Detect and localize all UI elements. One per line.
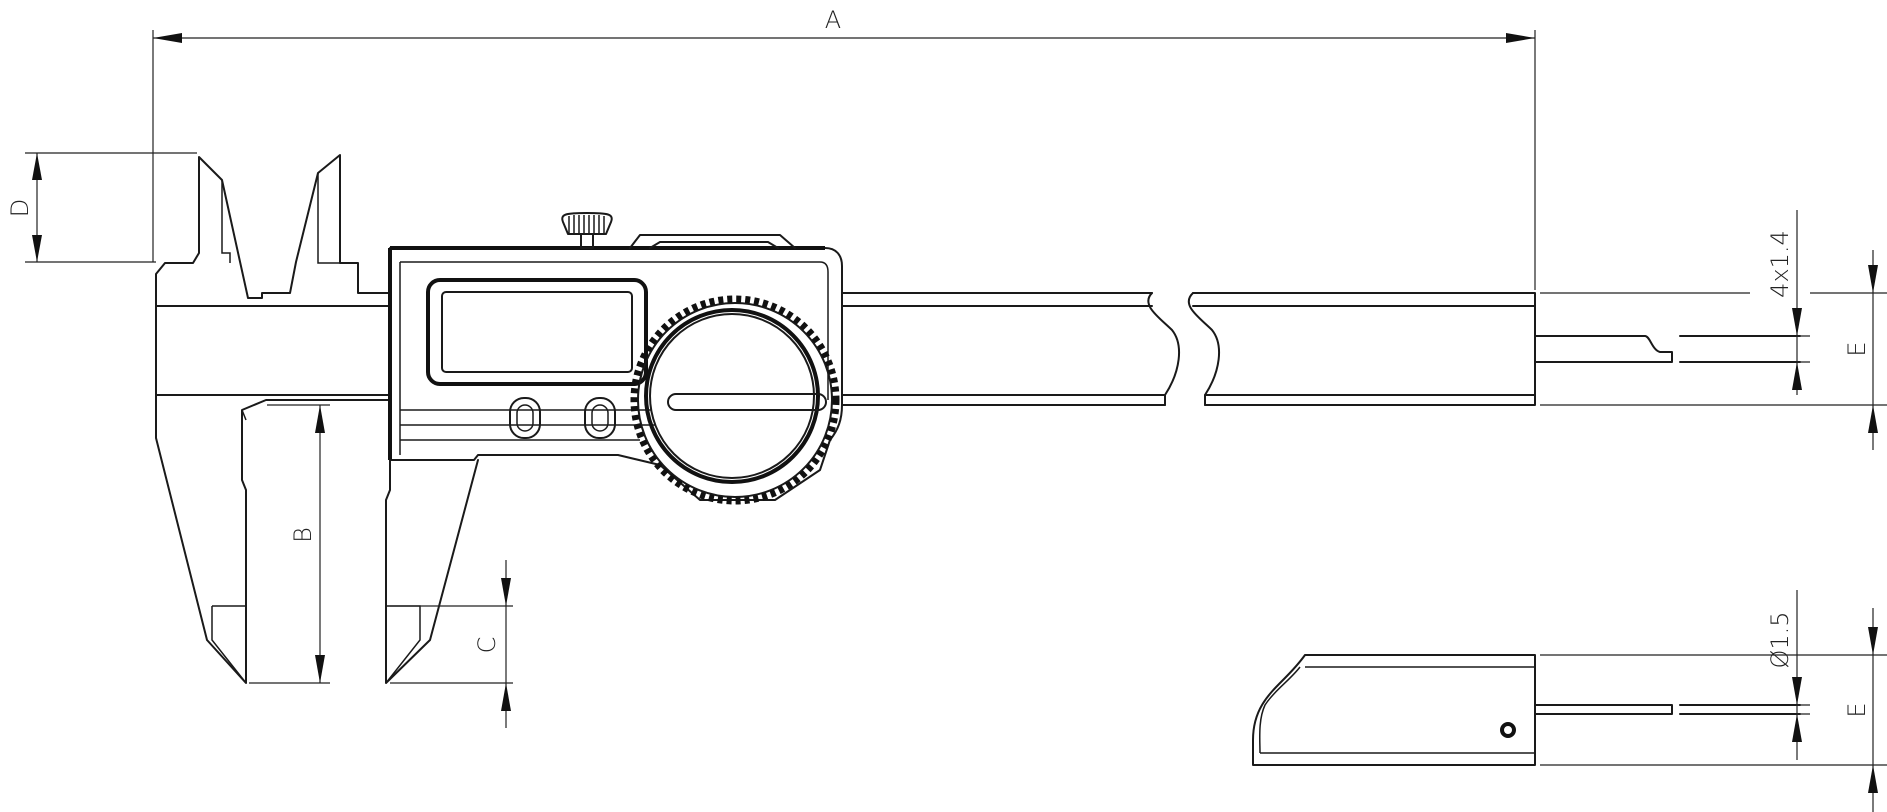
lcd-frame: [426, 278, 648, 386]
caliper-end-view: [1252, 654, 1801, 766]
locking-screw: [561, 212, 613, 249]
thumb-wheel-outer: [637, 302, 833, 498]
caliper-main-view: [155, 154, 1801, 684]
thumb-wheel-slot: [667, 393, 827, 411]
fixed-jaw: [155, 154, 393, 307]
beam-break-right: [1187, 292, 1220, 406]
label-e-top: E: [1843, 341, 1871, 356]
beam-left: [155, 305, 393, 396]
depth-rod: [1534, 335, 1801, 363]
beam-right-b: [1192, 292, 1536, 406]
dimension-labels: A D B C 4x1.4 E Ø1.5 E: [6, 6, 1871, 718]
dimension-lines: [25, 30, 1887, 812]
lower-fixed-jaw-tip: [211, 409, 247, 684]
thumb-rest: [629, 234, 796, 249]
label-hole-spec: 4x1.4: [1766, 230, 1794, 298]
button-right[interactable]: [584, 397, 616, 439]
label-c: C: [473, 637, 501, 654]
button-left[interactable]: [509, 397, 541, 439]
end-view-hole: [1500, 722, 1516, 738]
label-probe-diameter: Ø1.5: [1766, 611, 1794, 668]
label-b: B: [289, 527, 317, 543]
label-d: D: [6, 199, 34, 217]
end-view-body: [1252, 654, 1536, 766]
thumb-wheel-face: [649, 313, 815, 479]
end-view-inner: [1258, 666, 1535, 754]
moving-jaw: [385, 459, 479, 684]
beam-break-left: [1147, 292, 1180, 406]
beam-right-a: [839, 292, 1166, 406]
screw-stem: [580, 233, 594, 249]
thumb-wheel-knurl: [630, 295, 840, 505]
label-e-bottom: E: [1843, 702, 1871, 717]
screw-knurl: [568, 215, 605, 233]
lower-fixed-jaw: [155, 394, 393, 684]
slider-frame-thick: [388, 246, 825, 460]
thumb-wheel-ring: [644, 308, 820, 484]
slider-body-inner: [399, 261, 829, 455]
moving-jaw-tip: [385, 605, 421, 684]
label-a: A: [825, 6, 841, 34]
thumb-wheel[interactable]: [630, 295, 840, 505]
fixed-jaw-inner-step: [198, 157, 340, 264]
end-view-rod: [1534, 704, 1801, 715]
lcd-screen: [441, 291, 633, 373]
